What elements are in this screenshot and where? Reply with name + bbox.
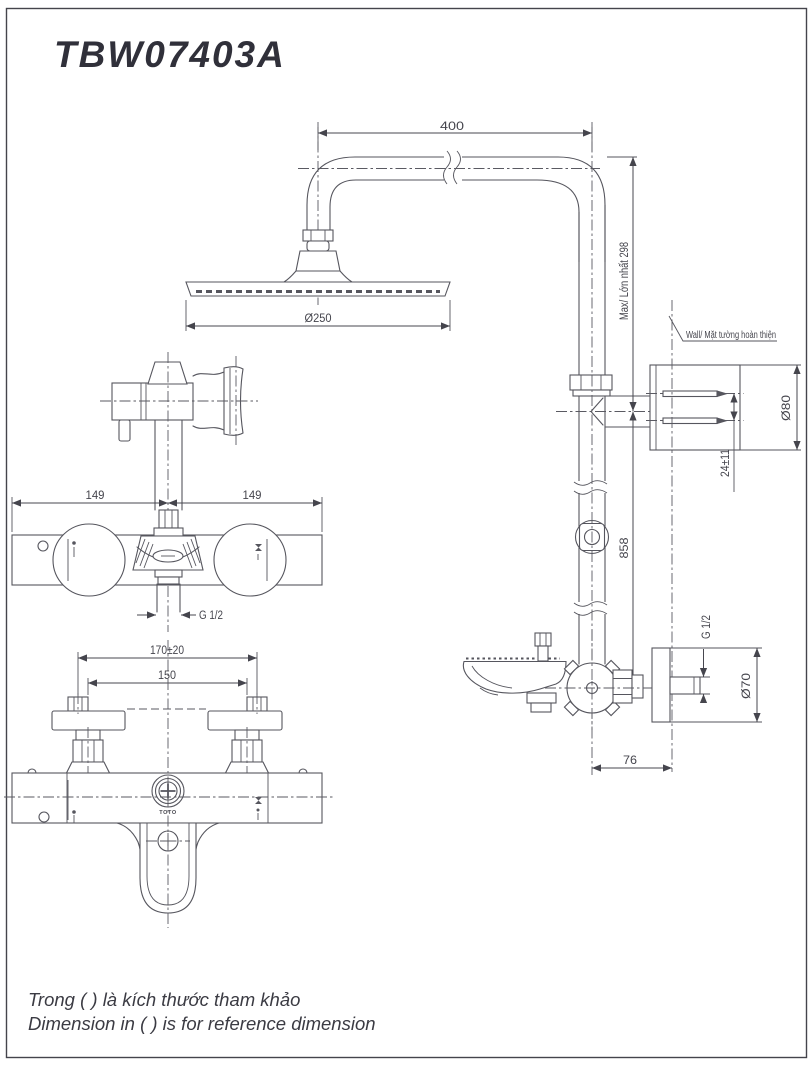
dim-body-right: 149: [243, 490, 262, 502]
sheet-border: [5, 7, 808, 1059]
shower-column-view: Max/ Lớn nhất 298 858: [556, 122, 692, 730]
brand-logo: TOTO: [159, 810, 177, 816]
dim-wall-offset: 76: [623, 755, 637, 767]
wall-mount-view: Ø80 24±11 Wall/ Mặt tường hoàn thiện: [646, 300, 801, 772]
dim-body-left: 149: [86, 490, 105, 502]
mixer-top-view: 149 149 G 1/2: [11, 490, 323, 622]
dim-inlet-span: 170±20: [150, 645, 184, 657]
shower-head-view: Ø250: [185, 229, 451, 331]
dim-screw-pitch: 24±11: [720, 449, 732, 477]
dim-max-height: Max/ Lớn nhất 298: [619, 242, 631, 320]
mixer-side-view: [100, 352, 258, 632]
dim-outlet-thread: G 1/2: [199, 610, 223, 622]
dim-wall-thread: G 1/2: [701, 615, 713, 639]
wall-finish-label: Wall/ Mặt tường hoàn thiện: [686, 330, 776, 341]
dim-mount-diameter: Ø80: [781, 395, 793, 421]
mixer-front-view: 170±20 150: [4, 640, 333, 928]
page-title: TBW07403A: [54, 34, 286, 75]
shower-arm-view: 400: [298, 121, 606, 305]
dim-inlet-centers: 150: [158, 670, 176, 682]
diverter-valve-view: G 1/2 Ø70 76: [462, 615, 762, 775]
dim-column-height: 858: [619, 538, 631, 559]
dim-arm-width: 400: [440, 121, 464, 133]
note-line-1: Trong ( ) là kích thước tham khảo: [28, 989, 300, 1010]
dim-flange-diameter: Ø70: [741, 673, 753, 699]
note-line-2: Dimension in ( ) is for reference dimens…: [28, 1013, 376, 1034]
dim-head-diameter: Ø250: [305, 313, 332, 325]
